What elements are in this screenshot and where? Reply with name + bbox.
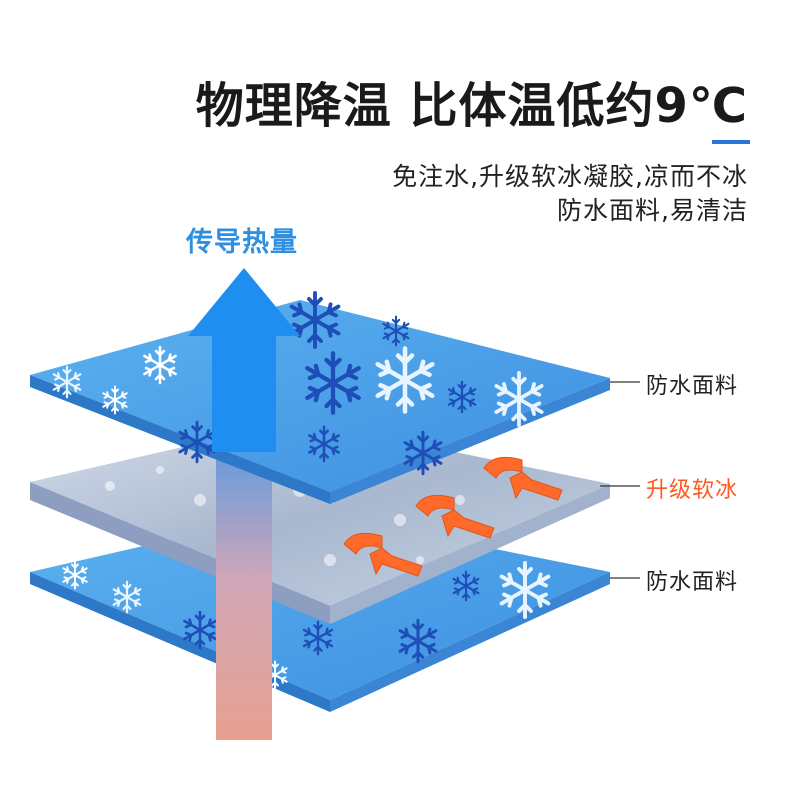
layer-label-top-fabric: 防水面料 — [646, 374, 739, 399]
heat-flow-arrow-icon — [343, 532, 423, 577]
product-title: 物理降温 比体温低约9℃ — [195, 78, 748, 134]
layer-label-soft-ice: 升级软冰 — [646, 478, 739, 503]
title-underline — [712, 140, 750, 144]
heat-flow-arrows — [343, 456, 563, 577]
heat-flow-arrow-icon — [415, 494, 495, 539]
heat-flow-arrow-icon — [483, 456, 563, 501]
middle-gel-layer — [30, 420, 610, 624]
layer-label-bottom-fabric: 防水面料 — [646, 570, 739, 595]
heat-conduction-label: 传导热量 — [186, 227, 298, 258]
subtitle-line-2: 防水面料,易清洁 — [557, 196, 748, 225]
subtitle: 免注水,升级软冰凝胶,凉而不冰 防水面料,易清洁 — [392, 160, 748, 228]
top-fabric-layer — [30, 291, 610, 504]
subtitle-line-1: 免注水,升级软冰凝胶,凉而不冰 — [392, 162, 748, 191]
heat-up-arrow-icon — [188, 268, 300, 452]
